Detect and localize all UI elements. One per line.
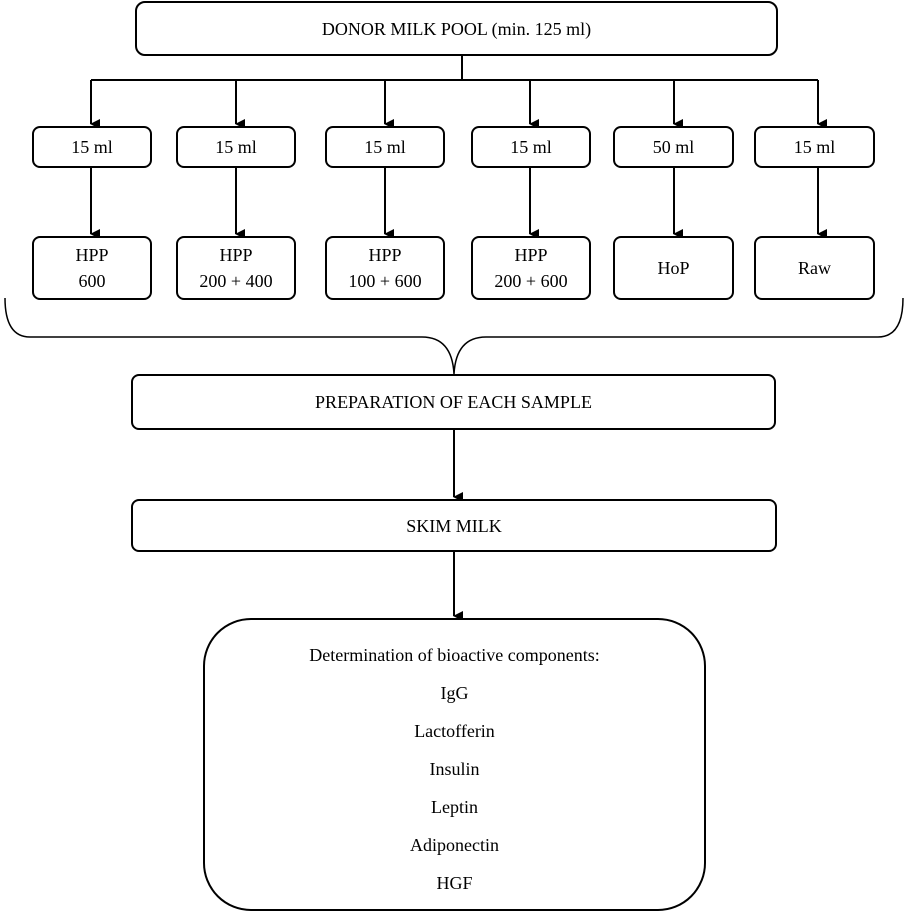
treatment-pressure: 100 + 600 [348, 271, 422, 291]
skim-milk-label: SKIM MILK [406, 515, 502, 536]
component-item: Leptin [431, 797, 478, 817]
treatment-box-hop: HoP [613, 236, 734, 300]
component-item: HGF [436, 873, 473, 893]
treatment-box-hpp-200-600: HPP 200 + 600 [471, 236, 591, 300]
volume-box-2: 15 ml [176, 126, 296, 168]
treatment-box-hpp-600: HPP 600 [32, 236, 152, 300]
volume-box-4: 15 ml [471, 126, 591, 168]
treatment-name: HPP [219, 245, 253, 265]
determination-heading: Determination of bioactive components: [309, 645, 600, 665]
determination-box: Determination of bioactive components: I… [203, 618, 706, 911]
volume-box-6: 15 ml [754, 126, 875, 168]
donor-milk-pool-box: DONOR MILK POOL (min. 125 ml) [135, 1, 778, 56]
treatment-box-raw: Raw [754, 236, 875, 300]
component-item: IgG [440, 683, 469, 703]
volume-label: 15 ml [215, 137, 257, 157]
treatment-name: HPP [75, 245, 109, 265]
treatment-box-hpp-200-400: HPP 200 + 400 [176, 236, 296, 300]
treatment-name: Raw [798, 258, 831, 278]
treatment-name: HPP [368, 245, 402, 265]
volume-label: 50 ml [652, 137, 695, 157]
volume-label: 15 ml [71, 137, 113, 157]
volume-box-5: 50 ml [613, 126, 734, 168]
volume-box-1: 15 ml [32, 126, 152, 168]
component-item: Lactofferin [414, 721, 495, 741]
volume-label: 15 ml [793, 137, 836, 157]
grouping-brace [4, 297, 904, 375]
preparation-box: PREPARATION OF EACH SAMPLE [131, 374, 776, 430]
volume-box-3: 15 ml [325, 126, 445, 168]
treatment-pressure: 200 + 400 [199, 271, 273, 291]
treatment-name: HoP [657, 258, 690, 278]
preparation-label: PREPARATION OF EACH SAMPLE [315, 392, 592, 412]
skim-milk-box: SKIM MILK [131, 499, 777, 552]
component-item: Adiponectin [410, 835, 499, 855]
component-item: Insulin [429, 759, 480, 779]
treatment-pressure: 600 [78, 271, 106, 291]
treatment-box-hpp-100-600: HPP 100 + 600 [325, 236, 445, 300]
treatment-name: HPP [514, 245, 548, 265]
volume-label: 15 ml [364, 137, 406, 157]
volume-label: 15 ml [510, 137, 552, 157]
treatment-pressure: 200 + 600 [494, 271, 568, 291]
donor-milk-pool-label: DONOR MILK POOL (min. 125 ml) [321, 18, 592, 39]
